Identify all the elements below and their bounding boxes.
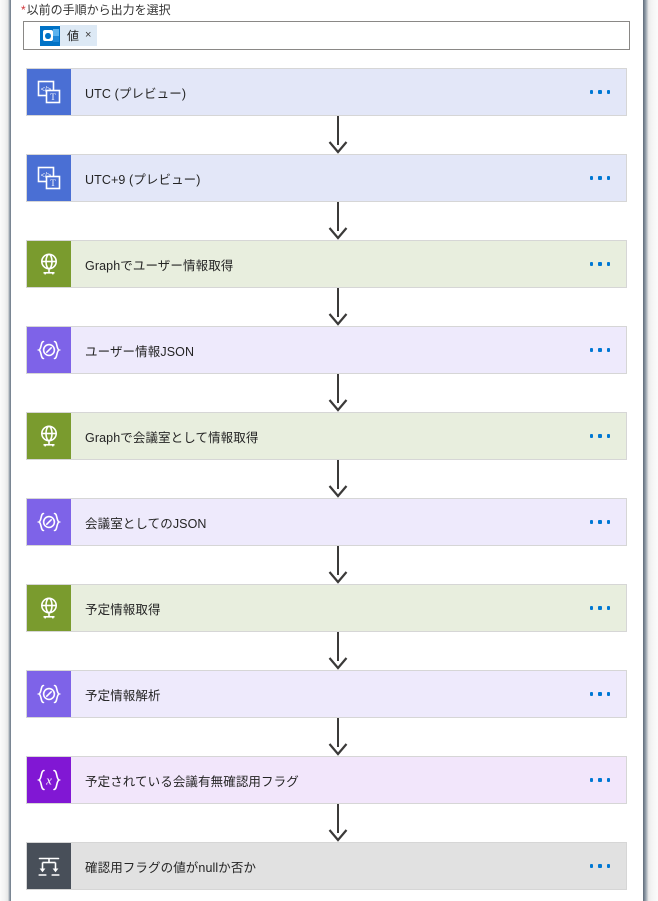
condition-icon [27,843,71,889]
token-chip-label: 値 [67,29,80,43]
globe-icon [27,413,71,459]
more-options-icon[interactable] [574,585,626,631]
flow-connector-arrow [11,804,643,842]
window-left-edge [0,0,11,901]
flow-connector-arrow [11,116,643,154]
compose-icon: </>T [27,69,71,115]
flow-step-card[interactable]: 会議室としてのJSON [26,498,627,546]
parse-json-icon [27,327,71,373]
outlook-icon [40,25,60,46]
flow-step-card[interactable]: Graphで会議室として情報取得 [26,412,627,460]
parse-json-icon [27,671,71,717]
globe-icon [27,241,71,287]
flow-step-title: UTC (プレビュー) [85,86,187,101]
globe-icon [27,585,71,631]
flow-step-card[interactable]: Graphでユーザー情報取得 [26,240,627,288]
token-chip[interactable]: 値 × [40,25,98,46]
more-options-icon[interactable] [574,843,626,889]
flow-step-card[interactable]: 予定情報解析 [26,670,627,718]
more-options-icon[interactable] [574,671,626,717]
more-options-icon[interactable] [574,155,626,201]
flow-step-card[interactable]: x 予定されている会議有無確認用フラグ [26,756,627,804]
flow-step-card[interactable]: </>T UTC+9 (プレビュー) [26,154,627,202]
svg-text:T: T [50,92,56,102]
flow-step-title: 確認用フラグの値がnullか否か [85,860,257,875]
svg-text:T: T [50,178,56,188]
flow-step-title: 会議室としてのJSON [85,516,207,531]
flow-connector-arrow [11,374,643,412]
more-options-icon[interactable] [574,241,626,287]
flow-connector-arrow [11,202,643,240]
flow-step-title: 予定されている会議有無確認用フラグ [85,774,299,789]
flow-step-card[interactable]: ユーザー情報JSON [26,326,627,374]
flow-step-card[interactable]: 予定情報取得 [26,584,627,632]
flow-step-title: UTC+9 (プレビュー) [85,172,201,187]
flow-connector-arrow [11,460,643,498]
svg-text:</>: </> [41,84,51,93]
flow-connector-arrow [11,288,643,326]
flow-step-title: 予定情報解析 [85,688,161,703]
svg-text:</>: </> [41,170,51,179]
more-options-icon[interactable] [574,327,626,373]
compose-icon: </>T [27,155,71,201]
flow-connector-arrow [11,546,643,584]
flow-step-title: ユーザー情報JSON [85,344,195,359]
close-icon[interactable]: × [85,29,92,41]
output-select-input[interactable]: 値 × [23,21,630,50]
flow-step-title: 予定情報取得 [85,602,161,617]
flow-step-title: Graphで会議室として情報取得 [85,430,259,445]
required-asterisk: * [21,3,26,17]
more-options-icon[interactable] [574,413,626,459]
more-options-icon[interactable] [574,69,626,115]
window-scrollbar-right[interactable] [643,0,658,901]
token-chip-body: 値 × [60,25,98,46]
field-label-text: 以前の手順から出力を選択 [26,3,171,17]
flow-step-card[interactable]: 確認用フラグの値がnullか否か [26,842,627,890]
variable-icon: x [27,757,71,803]
flow-step-card[interactable]: </>T UTC (プレビュー) [26,68,627,116]
more-options-icon[interactable] [574,757,626,803]
flow-step-title: Graphでユーザー情報取得 [85,258,234,273]
flow-connector-arrow [11,718,643,756]
field-label: *以前の手順から出力を選択 [21,2,171,18]
more-options-icon[interactable] [574,499,626,545]
svg-text:x: x [45,773,52,788]
flow-connector-arrow [11,632,643,670]
parse-json-icon [27,499,71,545]
